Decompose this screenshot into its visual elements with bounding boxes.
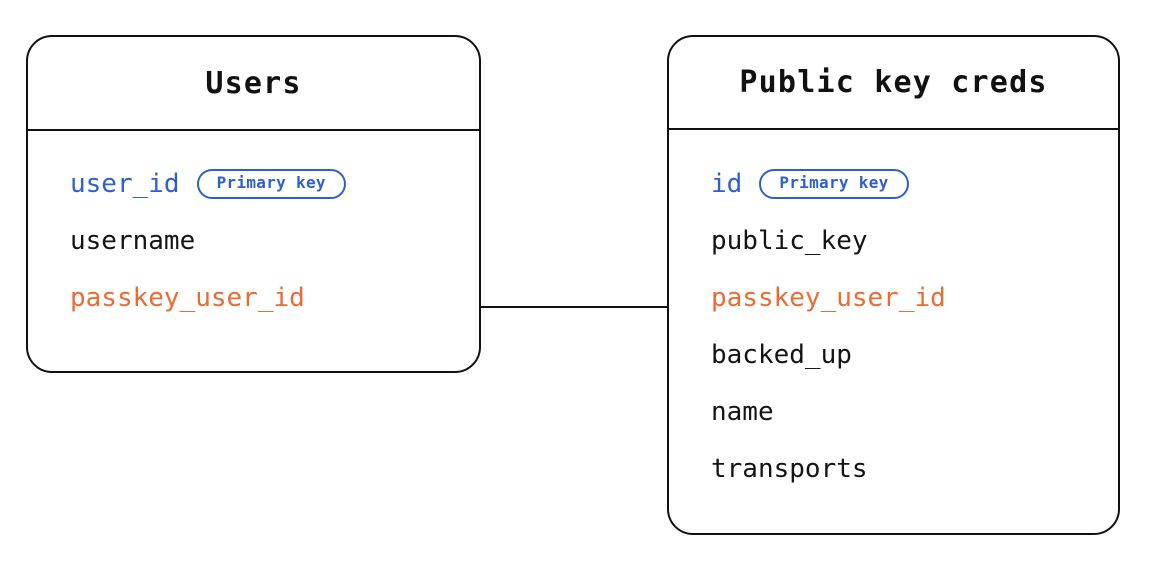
field-row[interactable]: passkey_user_id <box>70 281 305 315</box>
entity-users[interactable]: Users user_id Primary key username passk… <box>26 35 481 373</box>
field-row[interactable]: public_key <box>711 224 868 258</box>
field-row[interactable]: id Primary key <box>711 167 909 201</box>
entity-public-key-creds-header: Public key creds <box>669 37 1118 128</box>
entity-users-header-divider <box>28 129 479 131</box>
field-name-user-id: user_id <box>70 169 180 199</box>
field-name-public-key: public_key <box>711 226 868 256</box>
field-name-username: username <box>70 226 196 256</box>
field-row[interactable]: name <box>711 395 774 429</box>
field-name-backed-up: backed_up <box>711 340 852 370</box>
field-name-passkey-user-id: passkey_user_id <box>711 283 946 313</box>
primary-key-badge: Primary key <box>759 169 909 199</box>
entity-public-key-creds-header-divider <box>669 128 1118 130</box>
field-row[interactable]: transports <box>711 452 868 486</box>
entity-users-header: Users <box>28 37 479 129</box>
field-row[interactable]: user_id Primary key <box>70 167 346 201</box>
entity-public-key-creds-field-list: id Primary key public_key passkey_user_i… <box>669 128 1118 533</box>
field-name-transports: transports <box>711 454 868 484</box>
primary-key-badge: Primary key <box>196 169 346 199</box>
field-row[interactable]: backed_up <box>711 338 852 372</box>
field-row[interactable]: passkey_user_id <box>711 281 946 315</box>
relationship-connector-users-to-public-key-creds <box>479 306 669 308</box>
entity-public-key-creds[interactable]: Public key creds id Primary key public_k… <box>667 35 1120 535</box>
entity-users-field-list: user_id Primary key username passkey_use… <box>28 129 479 371</box>
field-name-id: id <box>711 169 743 199</box>
entity-users-title: Users <box>205 65 302 101</box>
entity-public-key-creds-title: Public key creds <box>739 65 1048 100</box>
field-row[interactable]: username <box>70 224 195 258</box>
field-name-name: name <box>711 397 774 427</box>
field-name-passkey-user-id: passkey_user_id <box>70 283 305 313</box>
